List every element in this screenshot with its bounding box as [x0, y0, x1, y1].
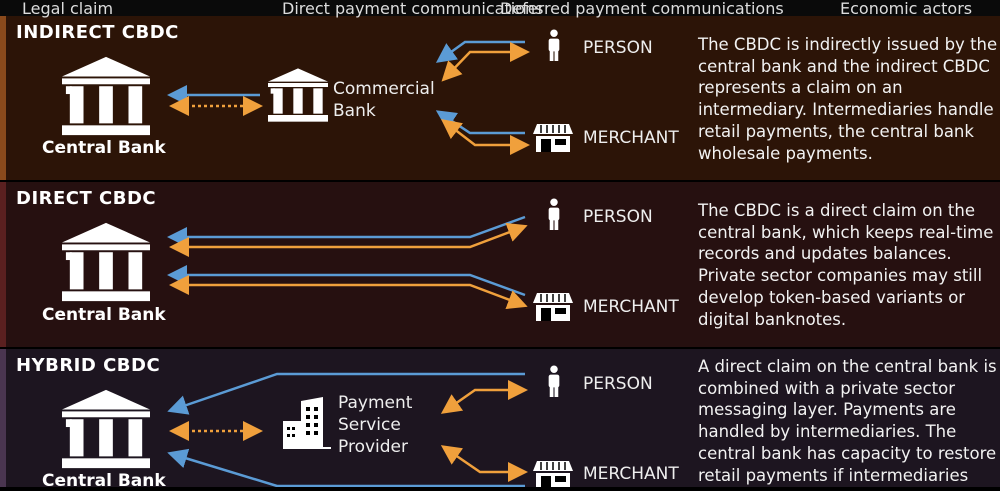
central-bank-label: Central Bank [42, 305, 166, 325]
section-description: A direct claim on the central bank is co… [698, 357, 997, 485]
legend-direct-payment: Direct payment communications [282, 0, 544, 18]
flow-arrows [62, 198, 573, 321]
central-bank-label: Central Bank [42, 471, 166, 491]
merchant-label: MERCHANT [583, 128, 679, 148]
person-icon [548, 198, 560, 230]
section-description: The CBDC is indirectly issued by the cen… [698, 35, 998, 163]
direct-payment-arrow [441, 42, 530, 82]
legal-claim-arrow [167, 448, 525, 487]
legal-claim-arrow [435, 110, 525, 135]
section-description: The CBDC is a direct claim on the centra… [698, 201, 994, 329]
section-title: DIRECT CBDC [16, 188, 157, 209]
central-bank-icon [62, 222, 150, 302]
direct-payment-arrow [169, 275, 528, 310]
merchant-icon [533, 293, 573, 321]
person-label: PERSON [583, 374, 653, 394]
merchant-label: MERCHANT [583, 297, 679, 317]
merchant-icon [533, 124, 573, 152]
direct-payment-arrow [441, 118, 530, 155]
flow-arrows [62, 29, 573, 155]
direct-cbdc-section: DIRECT CBDC Central Bank PERSON MERCHANT… [0, 182, 1000, 347]
person-icon [548, 29, 560, 61]
direct-payment-arrow [169, 222, 528, 257]
central-bank-label: Central Bank [42, 138, 166, 158]
merchant-label: MERCHANT [583, 464, 679, 484]
legend: Legal claim Direct payment communication… [0, 0, 1000, 18]
legend-economic-actors: Economic actors [840, 0, 973, 18]
merchant-icon [533, 461, 573, 487]
direct-payment-arrow [440, 445, 528, 482]
direct-payment-arrow [440, 380, 528, 414]
legal-claim-arrow [167, 372, 525, 415]
section-title: INDIRECT CBDC [16, 22, 179, 43]
central-bank-icon [62, 56, 150, 136]
commercial-bank-icon [268, 68, 328, 122]
legend-legal-claim: Legal claim [22, 0, 114, 18]
legal-claim-arrow [167, 215, 526, 247]
flow-arrows [62, 365, 573, 487]
person-icon [548, 365, 560, 397]
central-bank-icon [62, 389, 150, 469]
person-label: PERSON [583, 38, 653, 58]
section-accent-bar [0, 349, 6, 487]
section-accent-bar [0, 16, 6, 180]
legend-deferred-payment: Deferred payment communications [500, 0, 784, 18]
section-title: HYBRID CBDC [16, 355, 161, 376]
payment-service-provider-icon [283, 397, 331, 449]
section-accent-bar [0, 182, 6, 347]
person-label: PERSON [583, 207, 653, 227]
